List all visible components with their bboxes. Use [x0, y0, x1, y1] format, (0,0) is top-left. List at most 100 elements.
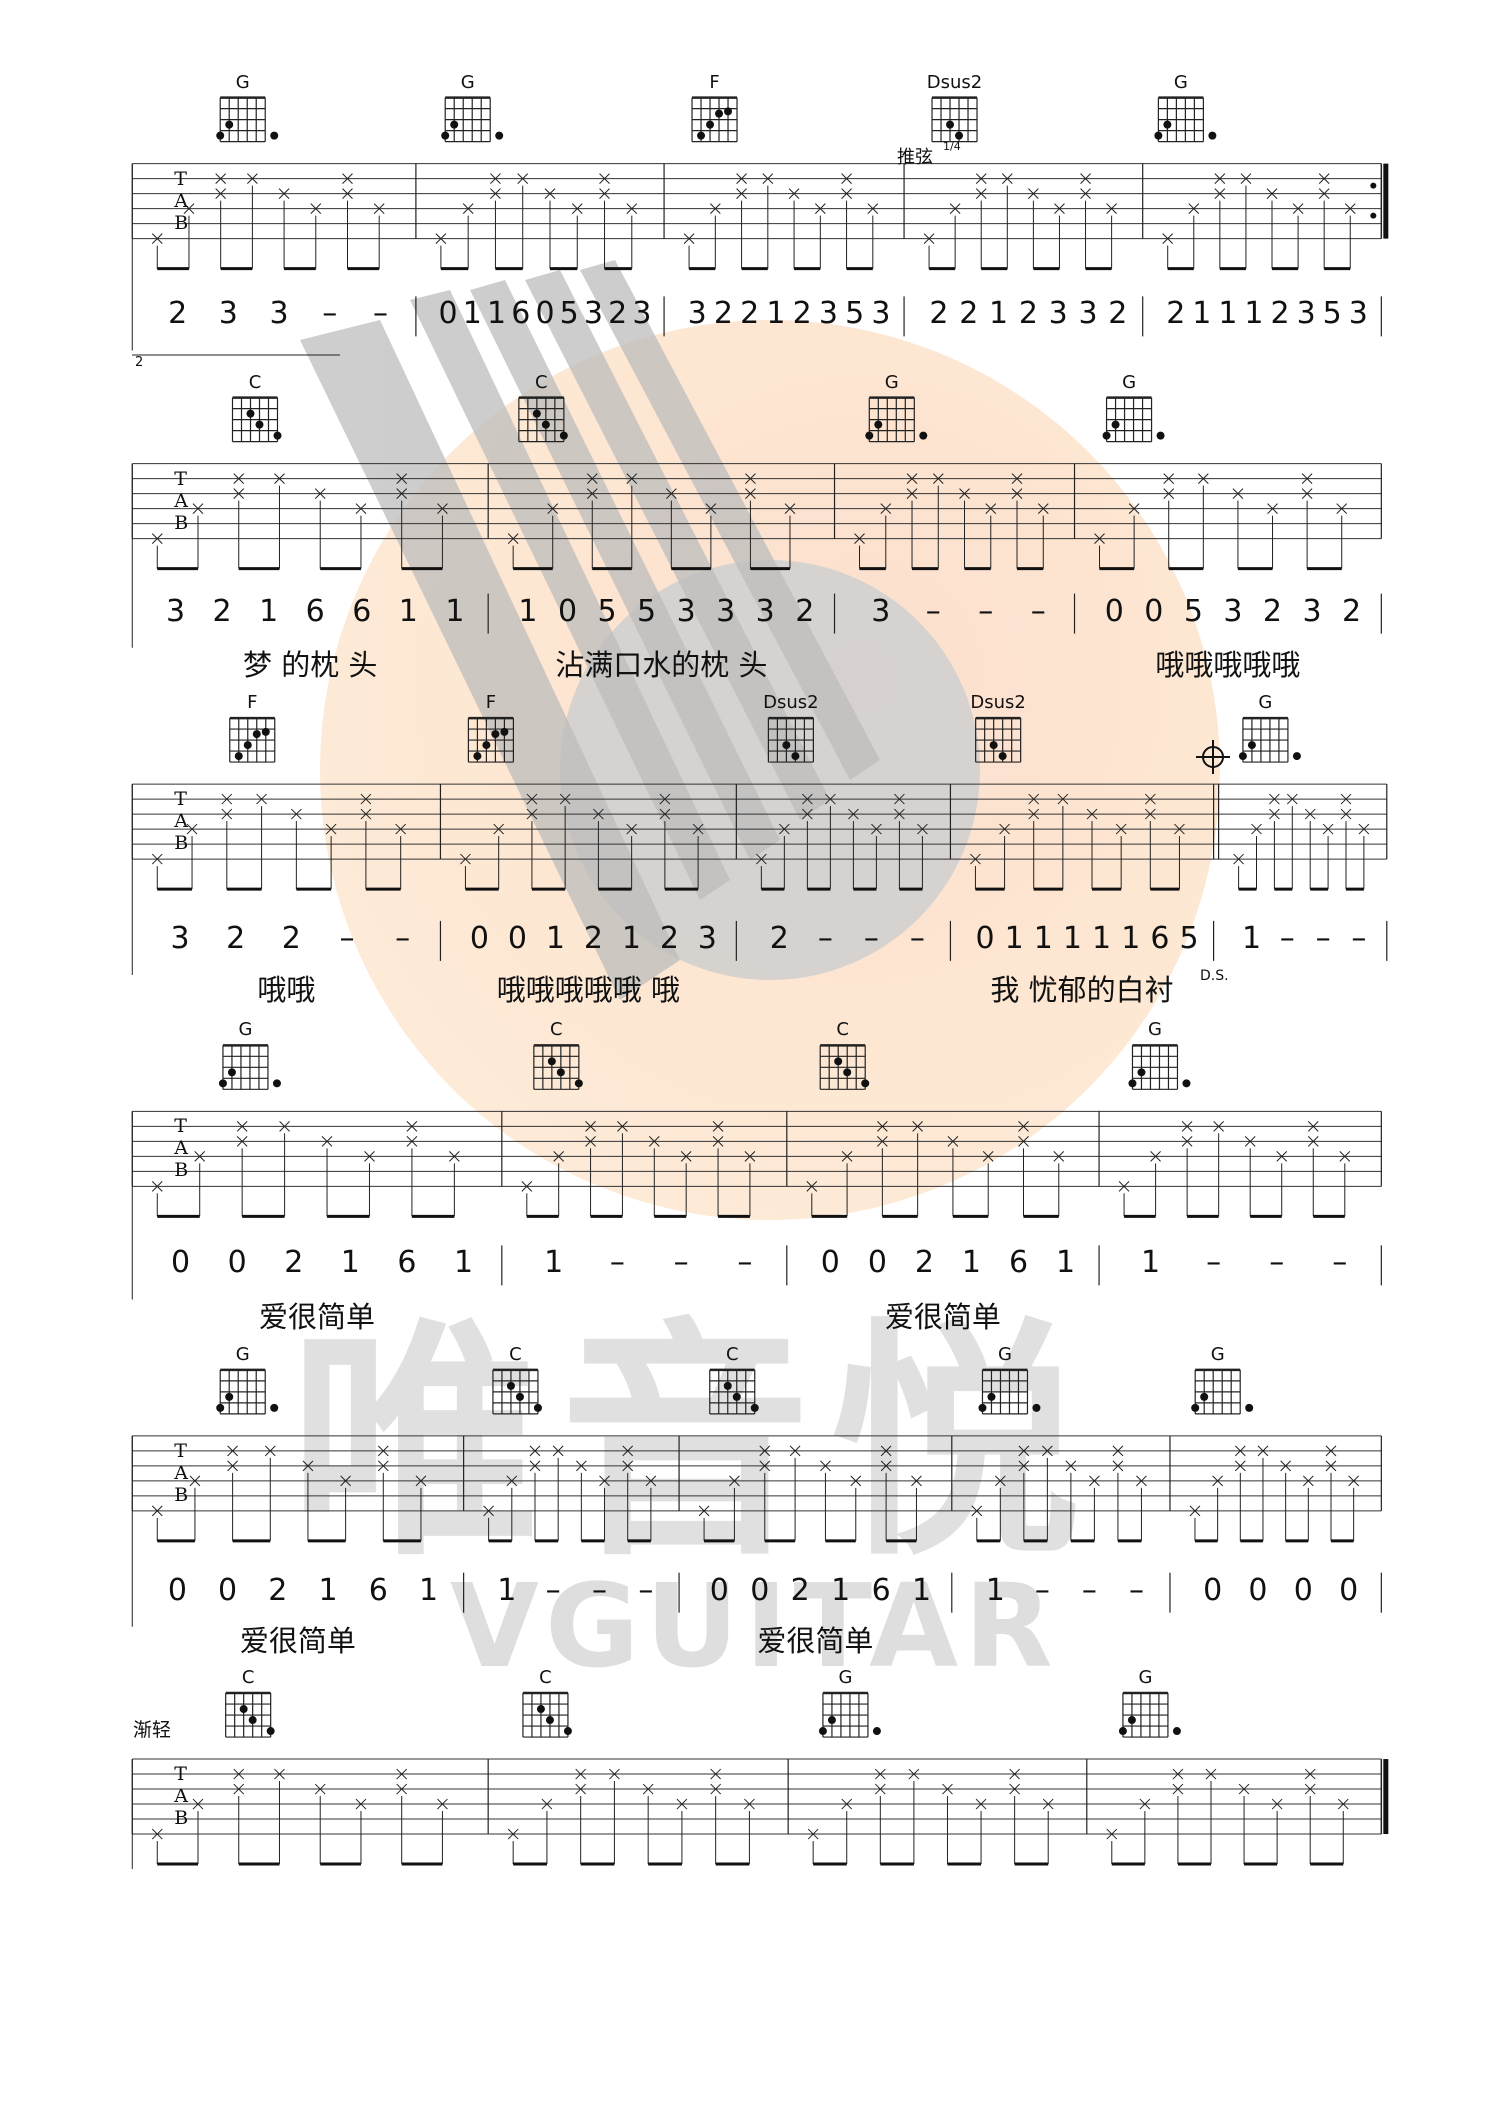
- tab-x-mark: [183, 203, 195, 269]
- notation-note: –: [339, 920, 355, 956]
- tab-clef-letter: T: [174, 1439, 187, 1462]
- tab-clef-letter: T: [174, 1763, 187, 1786]
- notation-note: –: [1315, 920, 1331, 956]
- chord-name: G: [997, 1343, 1012, 1365]
- tab-x-mark: [1358, 823, 1370, 890]
- tab-clef-letter: B: [174, 1483, 189, 1506]
- tab-x-mark: [449, 1150, 460, 1217]
- tab-clef-letter: B: [174, 832, 189, 855]
- coda-sign-icon: [1196, 740, 1230, 774]
- chord-diagram-g: [1102, 396, 1165, 443]
- tab-x-mark: [1337, 1798, 1349, 1865]
- tab-x-mark: [151, 853, 163, 890]
- chord-name: C: [248, 371, 262, 393]
- notation-note: 5: [637, 593, 657, 629]
- notation-note: 1: [544, 1245, 564, 1281]
- tab-x-mark: [541, 1798, 553, 1865]
- tab-x-mark: [874, 1768, 886, 1865]
- tab-clef-letter: T: [174, 167, 187, 190]
- tab-x-mark: [788, 188, 800, 269]
- notation-note: 0: [1339, 1572, 1359, 1608]
- chord-diagram-dsus2: [931, 96, 978, 143]
- chord-diagram-g: [978, 1368, 1041, 1415]
- notation-note: 3: [716, 593, 736, 629]
- tab-x-mark: [985, 503, 997, 569]
- tab-x-mark: [544, 188, 556, 269]
- notation-note: 2: [226, 920, 246, 956]
- chord-name: G: [884, 371, 899, 393]
- tab-x-mark: [1276, 1150, 1288, 1217]
- chord-diagram-g: [1191, 1368, 1254, 1415]
- notation-note: 2: [792, 296, 812, 332]
- tab-x-mark: [970, 853, 981, 890]
- notation-note: 1: [831, 1572, 851, 1608]
- notation-note: 2: [1270, 296, 1290, 332]
- notation-note: –: [395, 920, 411, 956]
- tab-x-mark: [880, 503, 892, 569]
- tab-x-mark: [1322, 823, 1334, 890]
- chord-name: C: [550, 1019, 563, 1041]
- tab-clef-letter: A: [174, 1785, 188, 1808]
- tab-x-mark: [807, 1828, 819, 1865]
- tab-x-mark: [1080, 173, 1091, 269]
- notation-note: 3: [269, 296, 289, 332]
- tab-clef-letter: A: [174, 810, 188, 833]
- notation-note: 1: [1192, 296, 1212, 332]
- chord-name: G: [235, 1343, 250, 1365]
- tab-x-mark: [435, 233, 447, 269]
- chord-name: G: [1147, 1019, 1162, 1041]
- notation-note: 3: [170, 920, 190, 956]
- bend-amount: 1/4: [943, 140, 961, 153]
- notation-note: 6: [871, 1572, 891, 1608]
- notation-note: 2: [281, 920, 301, 956]
- chord-diagram-c: [492, 1368, 542, 1415]
- chord-diagram-c: [522, 1691, 572, 1738]
- tab-x-mark: [1307, 1120, 1319, 1217]
- notation-note: –: [1269, 1245, 1285, 1281]
- tab-x-mark: [325, 823, 337, 890]
- tab-x-mark: [1336, 503, 1348, 569]
- tab-clef-letter: B: [174, 1807, 189, 1830]
- tab-x-mark: [360, 793, 372, 890]
- tab-x-mark: [1325, 1445, 1337, 1541]
- tab-x-mark: [680, 1150, 692, 1217]
- tab-x-mark: [1233, 853, 1244, 890]
- tab-x-mark: [192, 1798, 204, 1865]
- notation-note: 6: [511, 296, 531, 332]
- notation-note: 5: [1322, 296, 1342, 332]
- tab-x-mark: [676, 1798, 688, 1865]
- notation-note: –: [1034, 1572, 1050, 1608]
- notation-note: 1: [398, 593, 418, 629]
- tab-x-mark: [779, 823, 790, 890]
- notation-note: –: [1030, 593, 1046, 629]
- tab-x-mark: [553, 1150, 565, 1217]
- tab-x-mark: [906, 473, 918, 569]
- tab-x-mark: [1144, 793, 1156, 890]
- notation-note: 2: [740, 296, 760, 332]
- chord-diagram-g: [1128, 1044, 1191, 1090]
- tab-x-mark: [609, 1768, 620, 1865]
- tab-x-mark: [1065, 1460, 1077, 1541]
- tab-x-mark: [784, 503, 796, 569]
- notation-note: 0: [227, 1245, 247, 1281]
- tab-x-mark: [506, 1475, 518, 1541]
- notation-note: 0: [218, 1572, 238, 1608]
- tab-x-mark: [585, 1120, 596, 1217]
- tab-x-mark: [1212, 1475, 1223, 1541]
- tab-x-mark: [1257, 1445, 1269, 1541]
- notation-note: 6: [305, 593, 325, 629]
- notation-note: 1: [259, 593, 279, 629]
- tab-x-mark: [1197, 473, 1209, 569]
- tab-x-mark: [806, 1180, 818, 1217]
- tab-x-mark: [1188, 203, 1200, 269]
- notation-note: 1: [1092, 920, 1112, 956]
- chord-diagram-f: [229, 716, 276, 763]
- tab-x-mark: [759, 1445, 771, 1541]
- notation-note: 1: [418, 1572, 439, 1608]
- tab-x-mark: [1009, 1768, 1020, 1865]
- chord-diagram-f: [467, 716, 514, 763]
- tab-clef-letter: T: [174, 788, 187, 811]
- tab-x-mark: [364, 1150, 375, 1217]
- lyric-text: 梦 的枕 头: [243, 647, 378, 682]
- tab-x-mark: [1037, 503, 1049, 569]
